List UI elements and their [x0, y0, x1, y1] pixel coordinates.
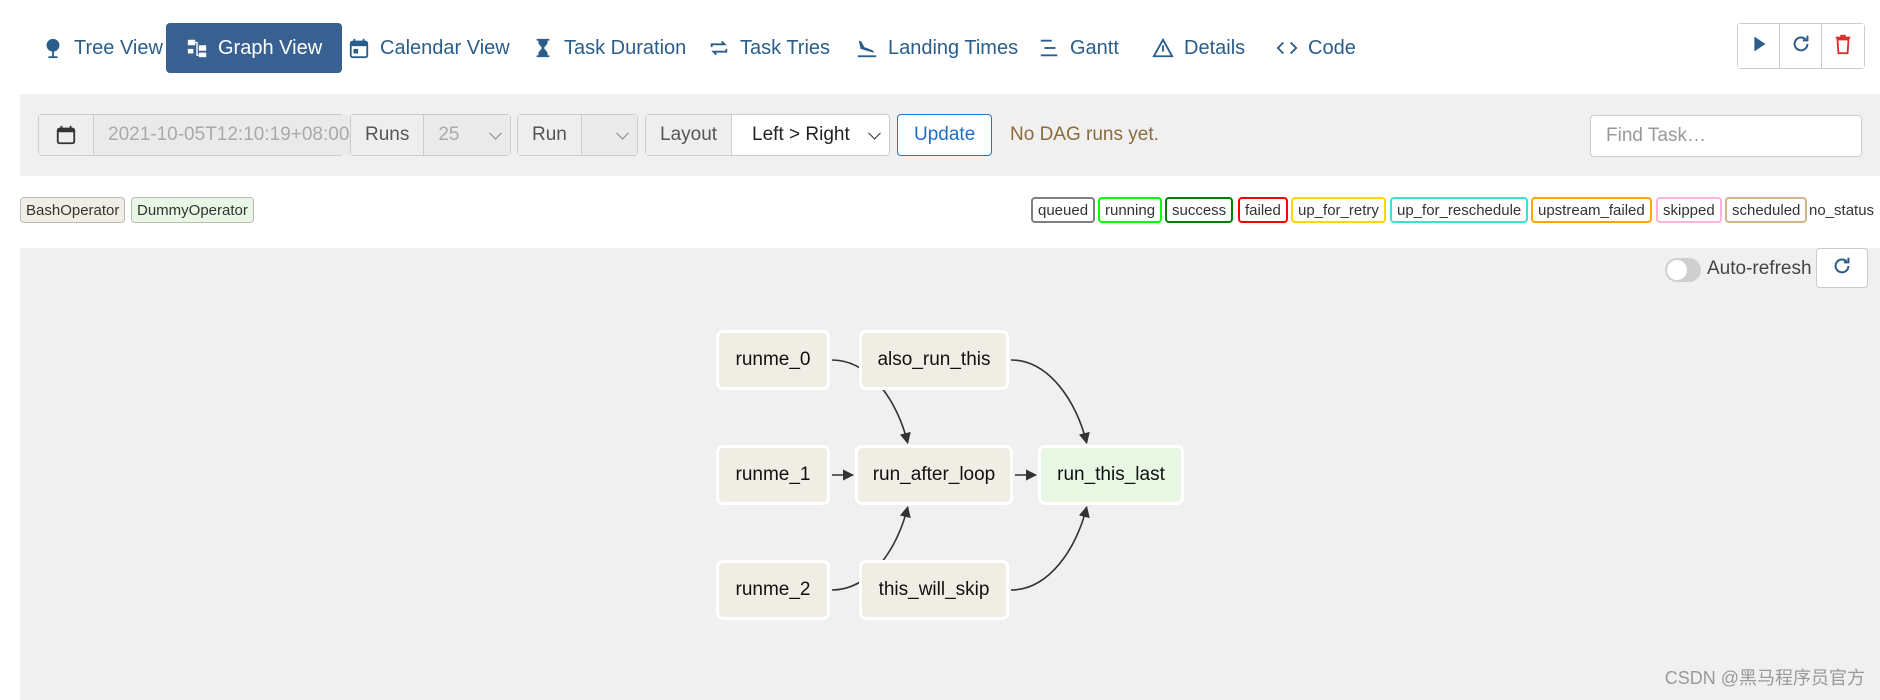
state-legend-queued[interactable]: queued	[1031, 197, 1096, 223]
state-legend-upstream-failed[interactable]: upstream_failed	[1531, 197, 1652, 223]
base-date-picker[interactable]: 2021-10-05T12:10:19+08:00	[38, 114, 364, 156]
state-legend-skipped[interactable]: skipped	[1656, 197, 1722, 223]
dag-actions	[1737, 23, 1865, 69]
state-legend-up-for-reschedule[interactable]: up_for_reschedule	[1390, 197, 1529, 223]
code-icon	[1276, 37, 1298, 59]
graph-controls: 2021-10-05T12:10:19+08:00 Runs 25 Run La…	[20, 94, 1880, 176]
tab-code[interactable]: Code	[1256, 23, 1376, 73]
run-label: Run	[518, 115, 582, 155]
watermark-text: CSDN @黑马程序员官方	[1664, 668, 1865, 688]
task-node-label: runme_1	[735, 464, 811, 485]
calendar-icon	[348, 37, 370, 59]
task-node-label: run_this_last	[1057, 464, 1165, 485]
dag-graph-canvas: Auto-refresh runme_0 runme_1 runme_2 als…	[20, 248, 1880, 700]
task-node-label: runme_2	[735, 579, 811, 600]
tab-details[interactable]: Details	[1132, 23, 1265, 73]
task-node-label: run_after_loop	[872, 464, 996, 485]
runs-select[interactable]: 25	[424, 115, 510, 155]
tab-label: Calendar View	[380, 36, 510, 59]
repeat-icon	[708, 37, 730, 59]
graph-refresh-button[interactable]	[1816, 248, 1868, 288]
state-legend-no-status[interactable]: no_status	[1809, 201, 1875, 219]
tab-label: Tree View	[74, 36, 163, 59]
tab-task-duration[interactable]: Task Duration	[512, 23, 706, 73]
dag-edge-also-run-this-to-run-this-last	[1010, 359, 1090, 445]
state-legend-running[interactable]: running	[1098, 197, 1163, 223]
run-select[interactable]	[581, 115, 637, 155]
tab-label: Task Tries	[740, 36, 831, 59]
play-icon	[1748, 33, 1770, 60]
state-legend-up-for-retry[interactable]: up_for_retry	[1291, 197, 1386, 223]
refresh-icon	[1790, 33, 1812, 60]
tree-icon	[42, 37, 64, 59]
layout-label: Layout	[646, 115, 733, 155]
hourglass-icon	[532, 37, 554, 59]
operator-legend-dummy[interactable]: DummyOperator	[131, 197, 254, 223]
tab-tree-view[interactable]: Tree View	[22, 23, 183, 73]
refresh-dag-button[interactable]	[1780, 24, 1822, 68]
gantt-icon	[1038, 37, 1060, 59]
runs-select-group: Runs 25	[350, 114, 511, 156]
layout-value: Left > Right	[752, 124, 850, 145]
graph-icon	[186, 37, 208, 59]
tab-label: Details	[1184, 36, 1246, 59]
chevron-down-icon	[489, 126, 502, 140]
task-node-run-after-loop[interactable]: run_after_loop	[855, 445, 1013, 505]
warning-triangle-icon	[1152, 37, 1174, 59]
calendar-icon	[39, 115, 94, 155]
tab-graph-view[interactable]: Graph View	[166, 23, 343, 73]
dag-nav-bar: Tree View Graph View Calendar View Task …	[0, 0, 1880, 94]
state-legend-success[interactable]: success	[1165, 197, 1234, 223]
state-legend-failed[interactable]: failed	[1238, 197, 1288, 223]
update-button[interactable]: Update	[897, 114, 993, 156]
tab-calendar-view[interactable]: Calendar View	[328, 23, 530, 73]
tab-gantt[interactable]: Gantt	[1018, 23, 1139, 73]
runs-label: Runs	[351, 115, 425, 155]
auto-refresh-toggle[interactable]	[1665, 258, 1701, 282]
tab-label: Task Duration	[564, 36, 687, 59]
tab-task-tries[interactable]: Task Tries	[688, 23, 850, 73]
chevron-down-icon	[616, 126, 629, 140]
plane-landing-icon	[856, 37, 878, 59]
delete-dag-button[interactable]	[1822, 24, 1864, 68]
tab-label: Code	[1308, 36, 1356, 59]
operator-legend-bash[interactable]: BashOperator	[20, 197, 126, 223]
tab-label: Graph View	[218, 36, 323, 59]
base-date-input[interactable]: 2021-10-05T12:10:19+08:00	[94, 115, 364, 155]
layout-select[interactable]: Left > Right	[732, 115, 889, 155]
task-node-label: runme_0	[735, 349, 811, 370]
state-legend-scheduled[interactable]: scheduled	[1725, 197, 1808, 223]
task-node-runme-0[interactable]: runme_0	[716, 330, 830, 390]
dag-run-status-text: No DAG runs yet.	[1010, 124, 1159, 145]
dag-edge-this-will-skip-to-run-this-last	[1010, 505, 1090, 591]
tab-landing-times[interactable]: Landing Times	[836, 23, 1038, 73]
trash-icon	[1832, 33, 1854, 60]
task-node-label: also_run_this	[877, 349, 991, 370]
runs-value: 25	[438, 124, 460, 145]
run-select-group: Run	[517, 114, 638, 156]
task-node-also-run-this[interactable]: also_run_this	[859, 330, 1009, 390]
task-node-runme-2[interactable]: runme_2	[716, 560, 830, 620]
task-node-runme-1[interactable]: runme_1	[716, 445, 830, 505]
tab-label: Landing Times	[888, 36, 1019, 59]
task-node-run-this-last[interactable]: run_this_last	[1038, 445, 1184, 505]
task-node-label: this_will_skip	[878, 579, 990, 600]
chevron-down-icon	[868, 126, 881, 140]
layout-select-group: Layout Left > Right	[645, 114, 890, 156]
trigger-dag-button[interactable]	[1738, 24, 1780, 68]
task-node-this-will-skip[interactable]: this_will_skip	[859, 560, 1009, 620]
find-task-input[interactable]: Find Task…	[1590, 115, 1862, 157]
refresh-icon	[1831, 255, 1853, 282]
tab-label: Gantt	[1070, 36, 1119, 59]
auto-refresh-label: Auto-refresh	[1707, 258, 1812, 279]
